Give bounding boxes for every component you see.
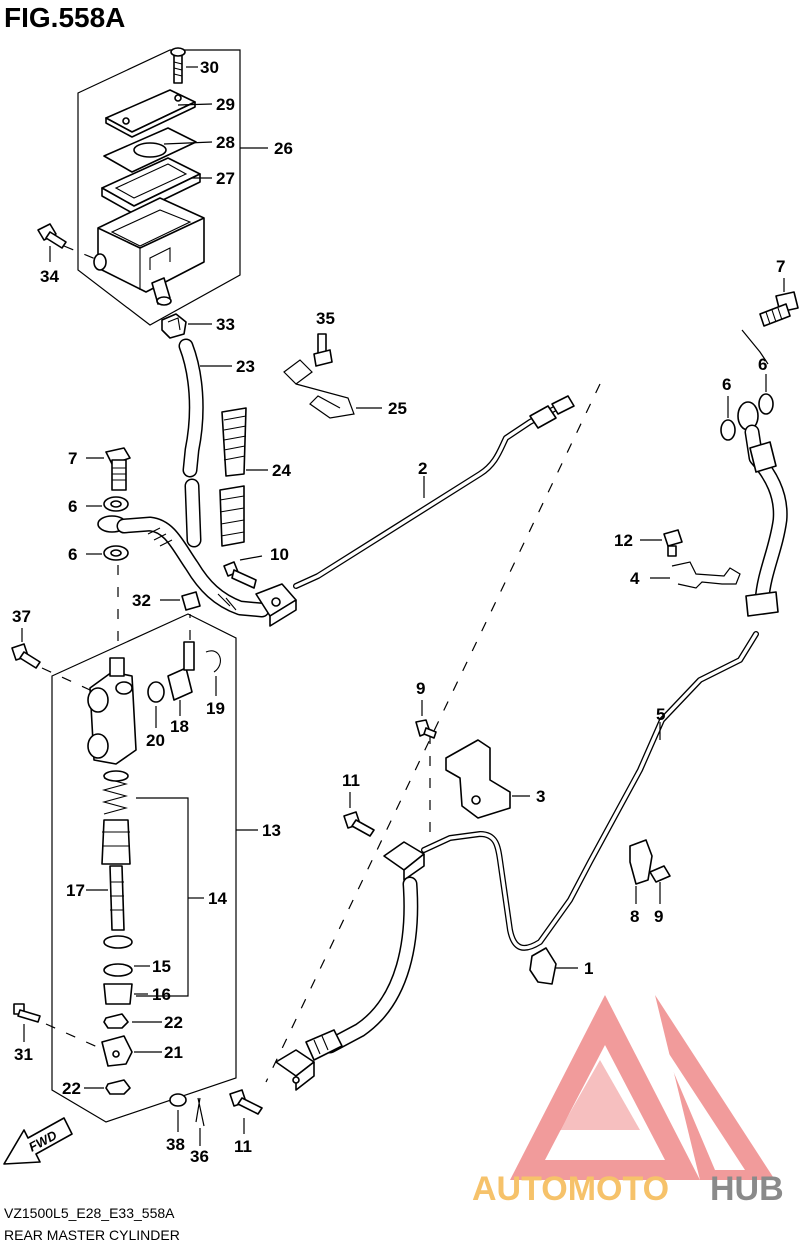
brake-hose-11 <box>229 631 759 1134</box>
callout-9-right: 9 <box>654 907 663 926</box>
callout-26: 26 <box>274 139 293 158</box>
callout-4: 4 <box>630 569 640 588</box>
callout-32: 32 <box>132 591 151 610</box>
callout-7-right: 7 <box>776 257 785 276</box>
callout-27: 27 <box>216 169 235 188</box>
callout-24: 24 <box>272 461 291 480</box>
callout-10: 10 <box>270 545 289 564</box>
callout-12: 12 <box>614 531 633 550</box>
callout-29: 29 <box>216 95 235 114</box>
callout-31: 31 <box>14 1045 33 1064</box>
callout-22-bottom: 22 <box>62 1079 81 1098</box>
model-code: VZ1500L5_E28_E33_558A <box>4 1205 175 1221</box>
callout-25: 25 <box>388 399 407 418</box>
callout-28: 28 <box>216 133 235 152</box>
callout-5: 5 <box>656 705 665 724</box>
callout-15: 15 <box>152 957 171 976</box>
callout-6-right-b: 6 <box>722 375 731 394</box>
callout-14: 14 <box>208 889 227 908</box>
figure-title: FIG.558A <box>4 2 125 33</box>
banjo-bolt-left <box>86 447 131 650</box>
master-cylinder-group <box>11 613 258 1146</box>
reservoir-group <box>37 47 268 326</box>
callout-9-top: 9 <box>416 679 425 698</box>
callout-33: 33 <box>216 315 235 334</box>
callout-6-left-bottom: 6 <box>68 545 77 564</box>
fwd-arrow: FWD <box>3 1117 73 1165</box>
watermark-logo <box>510 995 775 1180</box>
right-hose-assembly <box>529 278 799 985</box>
watermark-brand-hub: HUB <box>710 1170 784 1208</box>
callout-30: 30 <box>200 58 219 77</box>
callout-37: 37 <box>12 607 31 626</box>
guide-line-diagonal <box>265 383 601 1083</box>
callout-17: 17 <box>66 881 85 900</box>
bracket-25 <box>283 333 382 419</box>
callout-6-right-a: 6 <box>758 355 767 374</box>
callout-34: 34 <box>40 267 59 286</box>
callout-2: 2 <box>418 459 427 478</box>
callout-1: 1 <box>584 959 593 978</box>
brake-hose-10 <box>97 395 575 627</box>
bracket-3 <box>415 700 530 819</box>
reservoir-hose <box>161 313 268 548</box>
callout-22-top: 22 <box>164 1013 183 1032</box>
callout-38: 38 <box>166 1135 185 1154</box>
diagram-caption: REAR MASTER CYLINDER <box>4 1227 180 1243</box>
callout-3: 3 <box>536 787 545 806</box>
callout-6-left-top: 6 <box>68 497 77 516</box>
callout-16: 16 <box>152 985 171 1004</box>
callout-21: 21 <box>164 1043 183 1062</box>
callout-13: 13 <box>262 821 281 840</box>
callout-18: 18 <box>170 717 189 736</box>
callout-35: 35 <box>316 309 335 328</box>
callout-19: 19 <box>206 699 225 718</box>
callout-11-bottom: 11 <box>234 1137 252 1156</box>
callout-20: 20 <box>146 731 165 750</box>
callout-36: 36 <box>190 1147 209 1166</box>
callout-23: 23 <box>236 357 255 376</box>
callout-11-top: 11 <box>342 771 360 790</box>
watermark-brand-auto: AUTOMOTO <box>472 1170 669 1208</box>
callout-8: 8 <box>630 907 639 926</box>
callout-7-left: 7 <box>68 449 77 468</box>
